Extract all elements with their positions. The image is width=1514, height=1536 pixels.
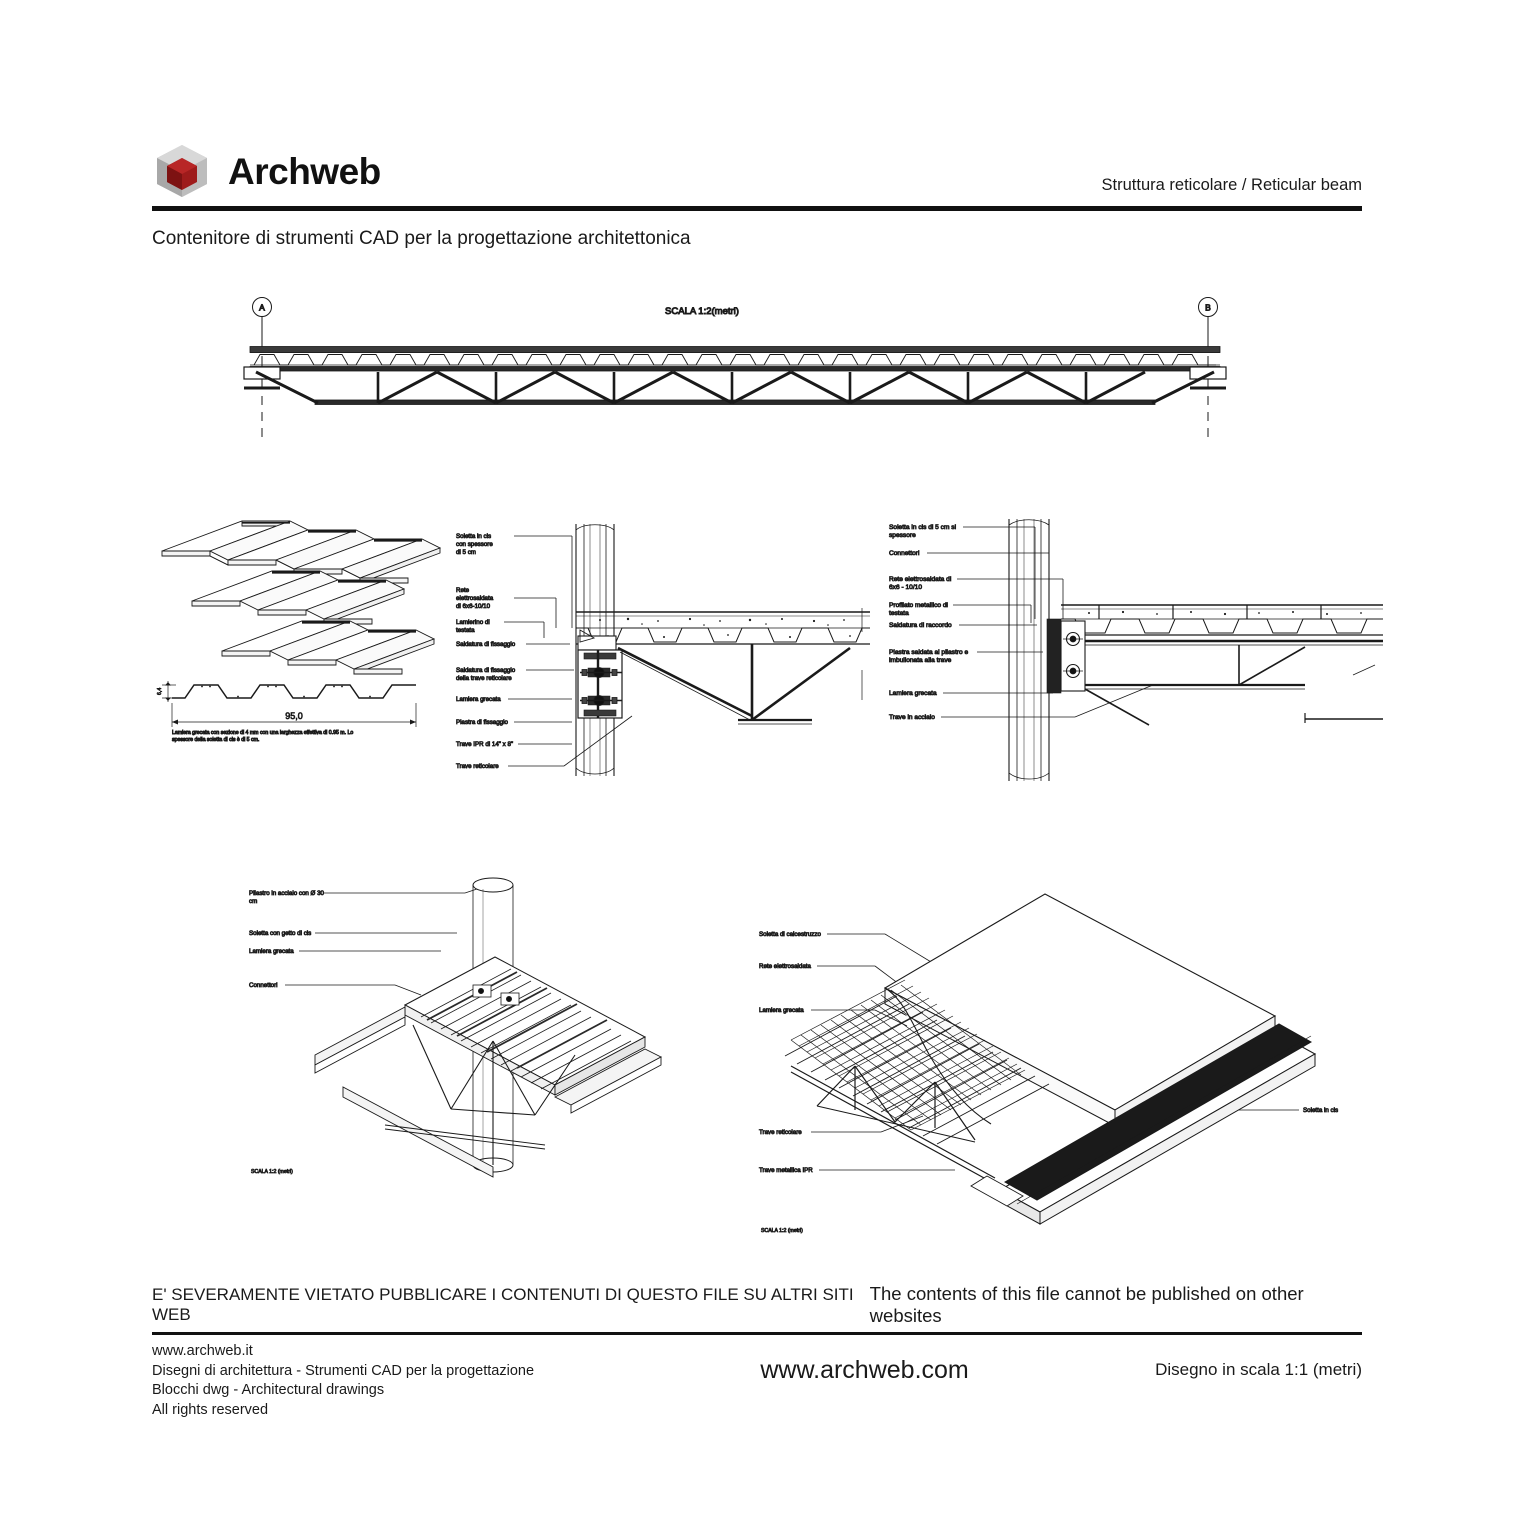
svg-text:Soletta di calcestruzzo: Soletta di calcestruzzo — [759, 931, 821, 938]
corrugated-deck-drawing: 6,4 95,0 Lamiera grecata con sezione di … — [150, 515, 450, 765]
column-beam-node-detail-a: Soletta in cls con spessore di 5 cm Rete… — [452, 520, 872, 780]
steel-beam-b — [1084, 639, 1383, 726]
iso-steel-beams — [314, 1006, 662, 1178]
svg-text:Rete elettrosaldata: Rete elettrosaldata — [759, 963, 811, 970]
svg-text:testata: testata — [889, 610, 909, 617]
svg-text:con spessore: con spessore — [456, 541, 493, 548]
footer-scale-note: Disegno in scala 1:1 (metri) — [1155, 1360, 1362, 1379]
iso-column-scale: SCALA 1:2 (metri) — [251, 1169, 293, 1175]
svg-text:Lamiera grecata: Lamiera grecata — [456, 696, 501, 703]
footer-line-2: Disegni di architettura - Strumenti CAD … — [152, 1362, 535, 1379]
svg-text:Piastra di fissaggio: Piastra di fissaggio — [456, 719, 508, 726]
steel-column-b — [1008, 519, 1050, 781]
beam-elevation-drawing: A B SCALA 1:2(metri) — [230, 292, 1240, 442]
footer-website-it: www.archweb.it — [152, 1343, 253, 1359]
svg-text:Piastra saldata al pilastro e: Piastra saldata al pilastro e — [889, 649, 968, 656]
iso-slab-scale: SCALA 1:2 (metri) — [761, 1228, 803, 1234]
footer-site-url[interactable]: www.archweb.com — [760, 1356, 969, 1384]
concrete-slab — [576, 611, 870, 645]
svg-text:Soletta con getto di cls: Soletta con getto di cls — [249, 930, 311, 937]
detail-b-labels: Soletta in cls di 5 cm si spessore Conne… — [889, 524, 1154, 721]
slab-and-deck-b — [1061, 604, 1383, 636]
footer-notice-en: The contents of this file cannot be publ… — [869, 1283, 1304, 1326]
iso-ipr-beam — [998, 1023, 1317, 1225]
svg-text:Profilato metallico di: Profilato metallico di — [889, 602, 949, 609]
footer-columns: www.archweb.it Disegni di architettura -… — [152, 1342, 1362, 1421]
svg-text:della trave reticolare: della trave reticolare — [456, 675, 512, 682]
svg-text:Trave in acciaio: Trave in acciaio — [889, 714, 935, 721]
footer-notice-row: E' SEVERAMENTE VIETATO PUBBLICARE I CONT… — [152, 1283, 1362, 1332]
iso-truss-b — [790, 1065, 996, 1185]
svg-text:Lamiera grecata: Lamiera grecata — [759, 1007, 804, 1014]
svg-text:Pilastro in acciaio con Ø 30: Pilastro in acciaio con Ø 30 — [249, 890, 325, 897]
svg-text:Rete elettrosaldata di: Rete elettrosaldata di — [889, 576, 952, 583]
sheet-title-right: Struttura reticolare / Reticular beam — [1101, 176, 1362, 194]
svg-text:Saldatura di raccordo: Saldatura di raccordo — [889, 622, 952, 629]
svg-text:Rete: Rete — [456, 587, 470, 594]
brand-name: Archweb — [228, 150, 381, 192]
sheet-subtitle: Contenitore di strumenti CAD per la prog… — [152, 228, 691, 249]
end-plate-assembly — [577, 635, 623, 719]
archweb-cube-icon — [152, 142, 212, 200]
iso-column-labels: Pilastro in acciaio con Ø 30 cm Soletta … — [249, 886, 484, 996]
svg-text:Lamiera grecata: Lamiera grecata — [889, 690, 937, 697]
bolt-upper — [580, 667, 622, 678]
svg-text:Soletta in cls: Soletta in cls — [456, 533, 491, 540]
iso-slab-right-label: Soletta in cls — [1303, 1107, 1338, 1114]
deck-caption-line2: spessore della soletta di cls è di 5 cm. — [172, 737, 259, 743]
svg-text:elettrosaldata: elettrosaldata — [456, 595, 494, 602]
bolt-lower — [580, 695, 622, 706]
svg-text:Saldatura di fissaggio: Saldatura di fissaggio — [456, 667, 516, 674]
iso-truss — [384, 1024, 576, 1165]
svg-text:Trave reticolare: Trave reticolare — [759, 1129, 802, 1136]
deck-caption-line1: Lamiera grecata con sezione di 4 mm con … — [172, 730, 353, 736]
deck-height-value: 6,4 — [157, 688, 163, 695]
bolted-end-plate — [1046, 618, 1086, 694]
svg-text:cm: cm — [249, 898, 257, 905]
sheet-footer: E' SEVERAMENTE VIETATO PUBBLICARE I CONT… — [152, 1283, 1362, 1421]
svg-text:imbullonata alla trave: imbullonata alla trave — [889, 657, 952, 664]
svg-text:Connettori: Connettori — [249, 982, 278, 989]
footer-line-4: All rights reserved — [152, 1402, 269, 1419]
svg-text:di 5 cm: di 5 cm — [456, 549, 476, 556]
svg-text:Saldatura di fissaggio: Saldatura di fissaggio — [456, 641, 516, 648]
svg-text:6x6 - 10/10: 6x6 - 10/10 — [889, 584, 922, 591]
svg-text:Trave IPR di 14" x 8": Trave IPR di 14" x 8" — [456, 741, 513, 748]
iso-slab — [403, 956, 647, 1096]
truss-members — [617, 608, 863, 725]
svg-text:Soletta in cls di 5 cm si: Soletta in cls di 5 cm si — [889, 524, 957, 531]
iso-stub-beam — [970, 1175, 1024, 1207]
svg-text:Trave reticolare: Trave reticolare — [456, 763, 499, 770]
detail-a-labels: Soletta in cls con spessore di 5 cm Rete… — [456, 533, 633, 770]
brand-logo: Archweb — [152, 140, 1362, 202]
svg-text:Lamiera grecata: Lamiera grecata — [249, 948, 294, 955]
iso-deck-under-mesh — [784, 995, 1050, 1145]
iso-deck-ribs — [420, 968, 632, 1090]
footer-divider — [152, 1332, 1362, 1335]
slab-mesh-isometric: Soletta di calcestruzzo Rete elettrosald… — [755, 860, 1395, 1260]
footer-notice-it: E' SEVERAMENTE VIETATO PUBBLICARE I CONT… — [152, 1285, 854, 1324]
deck-width-dimension: 95,0 — [171, 703, 417, 727]
svg-text:spessore: spessore — [889, 532, 916, 539]
svg-text:testata: testata — [456, 627, 475, 634]
svg-text:A: A — [259, 303, 265, 313]
svg-text:di 6x6-10/10: di 6x6-10/10 — [456, 603, 491, 610]
iso-connectors — [472, 984, 520, 1006]
deck-width-value: 95,0 — [285, 711, 303, 721]
footer-left-block: www.archweb.it Disegni di architettura -… — [152, 1342, 534, 1421]
footer-line-3: Blocchi dwg - Architectural drawings — [152, 1382, 385, 1399]
iso-welded-mesh — [790, 979, 1026, 1131]
svg-text:Lamierino di: Lamierino di — [456, 619, 490, 626]
column-beam-node-detail-b: Soletta in cls di 5 cm si spessore Conne… — [885, 515, 1385, 785]
header-divider — [152, 206, 1362, 211]
deck-height-dimension: 6,4 — [157, 681, 176, 702]
svg-text:B: B — [1205, 303, 1211, 313]
column-floor-isometric: Pilastro in acciaio con Ø 30 cm Soletta … — [245, 865, 695, 1210]
sheet-header: Archweb Struttura reticolare / Reticular… — [152, 140, 1362, 220]
beam-scale-label: SCALA 1:2(metri) — [665, 306, 739, 317]
deck-section-profile — [172, 684, 416, 699]
svg-text:Connettori: Connettori — [889, 550, 920, 557]
svg-text:Trave metallica IPR: Trave metallica IPR — [759, 1167, 813, 1174]
deck-isometric — [161, 520, 442, 675]
